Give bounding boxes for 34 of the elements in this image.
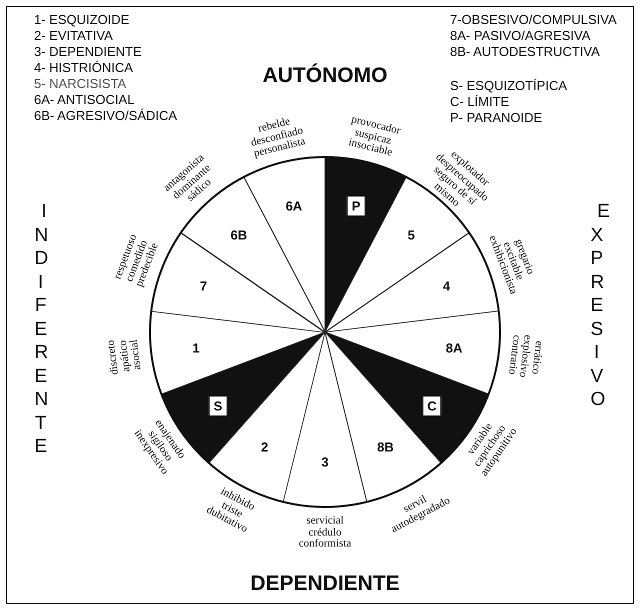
sector-code: 8B: [377, 440, 394, 454]
sector-code: 5: [408, 228, 415, 242]
sector-code: 2: [260, 440, 268, 454]
axis-label: INDIFERENTE: [34, 200, 54, 460]
axis-label: EXPRESIVO: [590, 200, 610, 412]
sector-code: P: [346, 195, 366, 216]
type-key-entry: 8B- AUTODESTRUCTIVA: [450, 44, 600, 59]
sector-code: C: [422, 395, 442, 416]
type-key-entry: 5- NARCISISTA: [34, 76, 126, 91]
trait-words: provocador suspicaz insociable: [346, 114, 402, 160]
type-key-entry: 1- ESQUIZOIDE: [34, 12, 130, 27]
type-key-entry: P- PARANOIDE: [450, 110, 542, 125]
sector-code: 6A: [286, 199, 302, 212]
trait-words: errático explosivo contrario: [504, 333, 544, 380]
sector-code: 6B: [230, 228, 248, 242]
type-key-entry: 8A- PASIVO/AGRESIVA: [450, 28, 590, 43]
sector-code: 3: [321, 456, 329, 468]
sector-code: S: [208, 395, 228, 416]
type-key-entry: 3- DEPENDIENTE: [34, 44, 142, 59]
axis-label: DEPENDIENTE: [250, 572, 400, 596]
type-key-entry: 7-OBSESIVO/COMPULSIVA: [450, 12, 617, 27]
type-key-entry: C- LÍMITE: [450, 94, 510, 109]
type-key-entry: S- ESQUIZOTÍPICA: [450, 78, 568, 93]
trait-words: servicial crédulo conformista: [298, 516, 352, 550]
axis-label: AUTÓNOMO: [262, 64, 388, 88]
type-key-entry: 4- HISTRIÓNICA: [34, 60, 133, 75]
sector-code: 4: [442, 279, 450, 292]
trait-words: discreto apático asocial: [106, 338, 145, 376]
sector-code: 7: [200, 279, 208, 292]
sector-code: 8A: [446, 341, 462, 354]
type-key-entry: 6A- ANTISOCIAL: [34, 92, 134, 107]
type-key-entry: 2- EVITATIVA: [34, 28, 113, 43]
type-key-entry: 6B- AGRESIVO/SÁDICA: [34, 108, 178, 123]
sector-code: 1: [192, 341, 200, 354]
